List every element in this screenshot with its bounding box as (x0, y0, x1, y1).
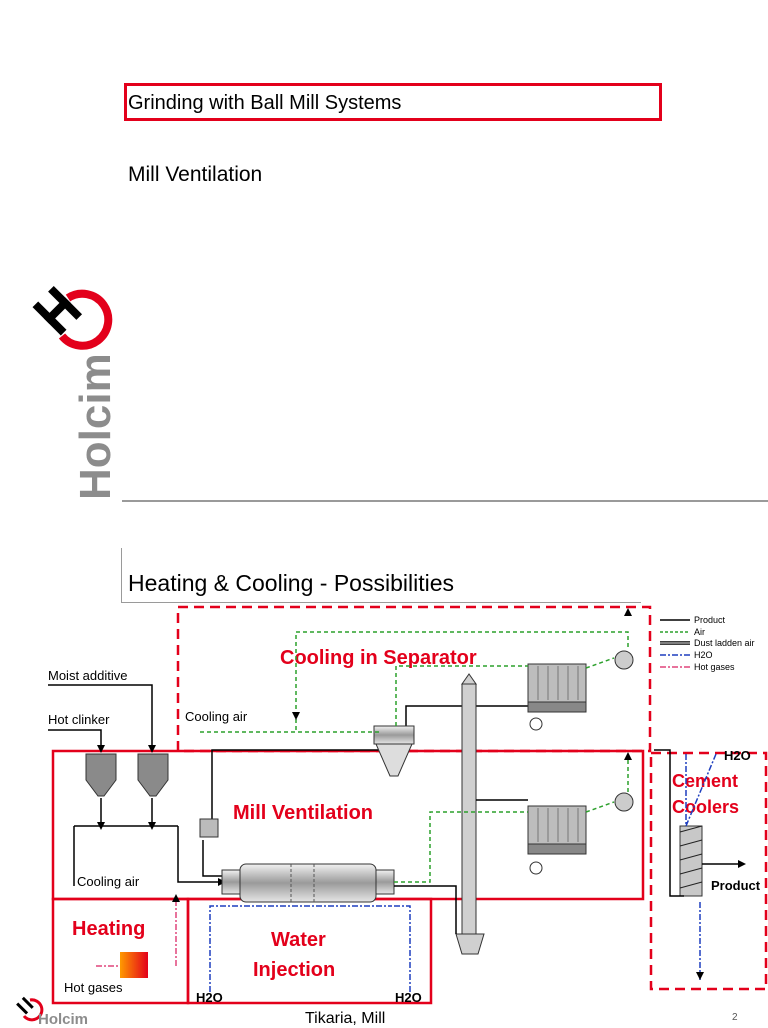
footer-text: Tikaria, Mill (305, 1010, 386, 1027)
label-cooling-air-bottom: Cooling air (77, 874, 140, 889)
label-hot-gases: Hot gases (64, 980, 123, 995)
label-h2o-top: H2O (724, 748, 751, 763)
cement-coolers-region (649, 751, 768, 991)
label-cooling-separator: Cooling in Separator (280, 647, 477, 669)
footer-logo-text: Holcim (38, 1011, 88, 1024)
title-frame (124, 83, 662, 121)
label-h2o-left: H2O (196, 990, 223, 1005)
slide-title: Grinding with Ball Mill Systems (128, 92, 402, 114)
heading-rule-horizontal (121, 602, 641, 603)
water-injection-region (186, 897, 433, 1005)
heading-rule-vertical (121, 548, 122, 602)
logo-text: Holcim (71, 353, 120, 500)
label-heating: Heating (72, 918, 145, 940)
filters (527, 650, 634, 875)
page-number: 2 (732, 1012, 738, 1023)
process-diagram: Product Air Dust ladden air H2O Hot gase… (48, 605, 768, 1005)
label-moist-additive: Moist additive (48, 668, 127, 683)
legend-water: H2O (694, 650, 713, 660)
label-hot-clinker: Hot clinker (48, 712, 110, 727)
slide-divider (122, 500, 768, 502)
label-h2o-right: H2O (395, 990, 422, 1005)
bucket-elevator (455, 673, 485, 955)
legend: Product Air Dust ladden air H2O Hot gase… (660, 615, 755, 672)
footer-logo: Holcim (16, 996, 88, 1024)
section-heading: Heating & Cooling - Possibilities (128, 570, 454, 596)
legend-product: Product (694, 615, 726, 625)
separator (373, 725, 415, 777)
label-water: Water (271, 929, 326, 951)
label-cement-2: Coolers (672, 797, 739, 817)
holcim-logo-icon (32, 285, 113, 350)
feed-hoppers (85, 753, 169, 797)
label-cooling-air-top: Cooling air (185, 709, 248, 724)
label-mill-ventilation: Mill Ventilation (233, 802, 373, 824)
feeder-box (199, 818, 219, 838)
label-product: Product (711, 878, 761, 893)
label-injection: Injection (253, 959, 335, 981)
ball-mill (221, 863, 395, 903)
legend-air: Air (694, 627, 705, 637)
legend-dust-air: Dust ladden air (694, 638, 755, 648)
slide-subtitle: Mill Ventilation (128, 163, 263, 186)
legend-hot-gases: Hot gases (694, 662, 735, 672)
cement-cooler (679, 825, 703, 897)
holcim-logo-wordmark: Holcim (71, 353, 120, 500)
hot-gas-burner (120, 952, 148, 978)
